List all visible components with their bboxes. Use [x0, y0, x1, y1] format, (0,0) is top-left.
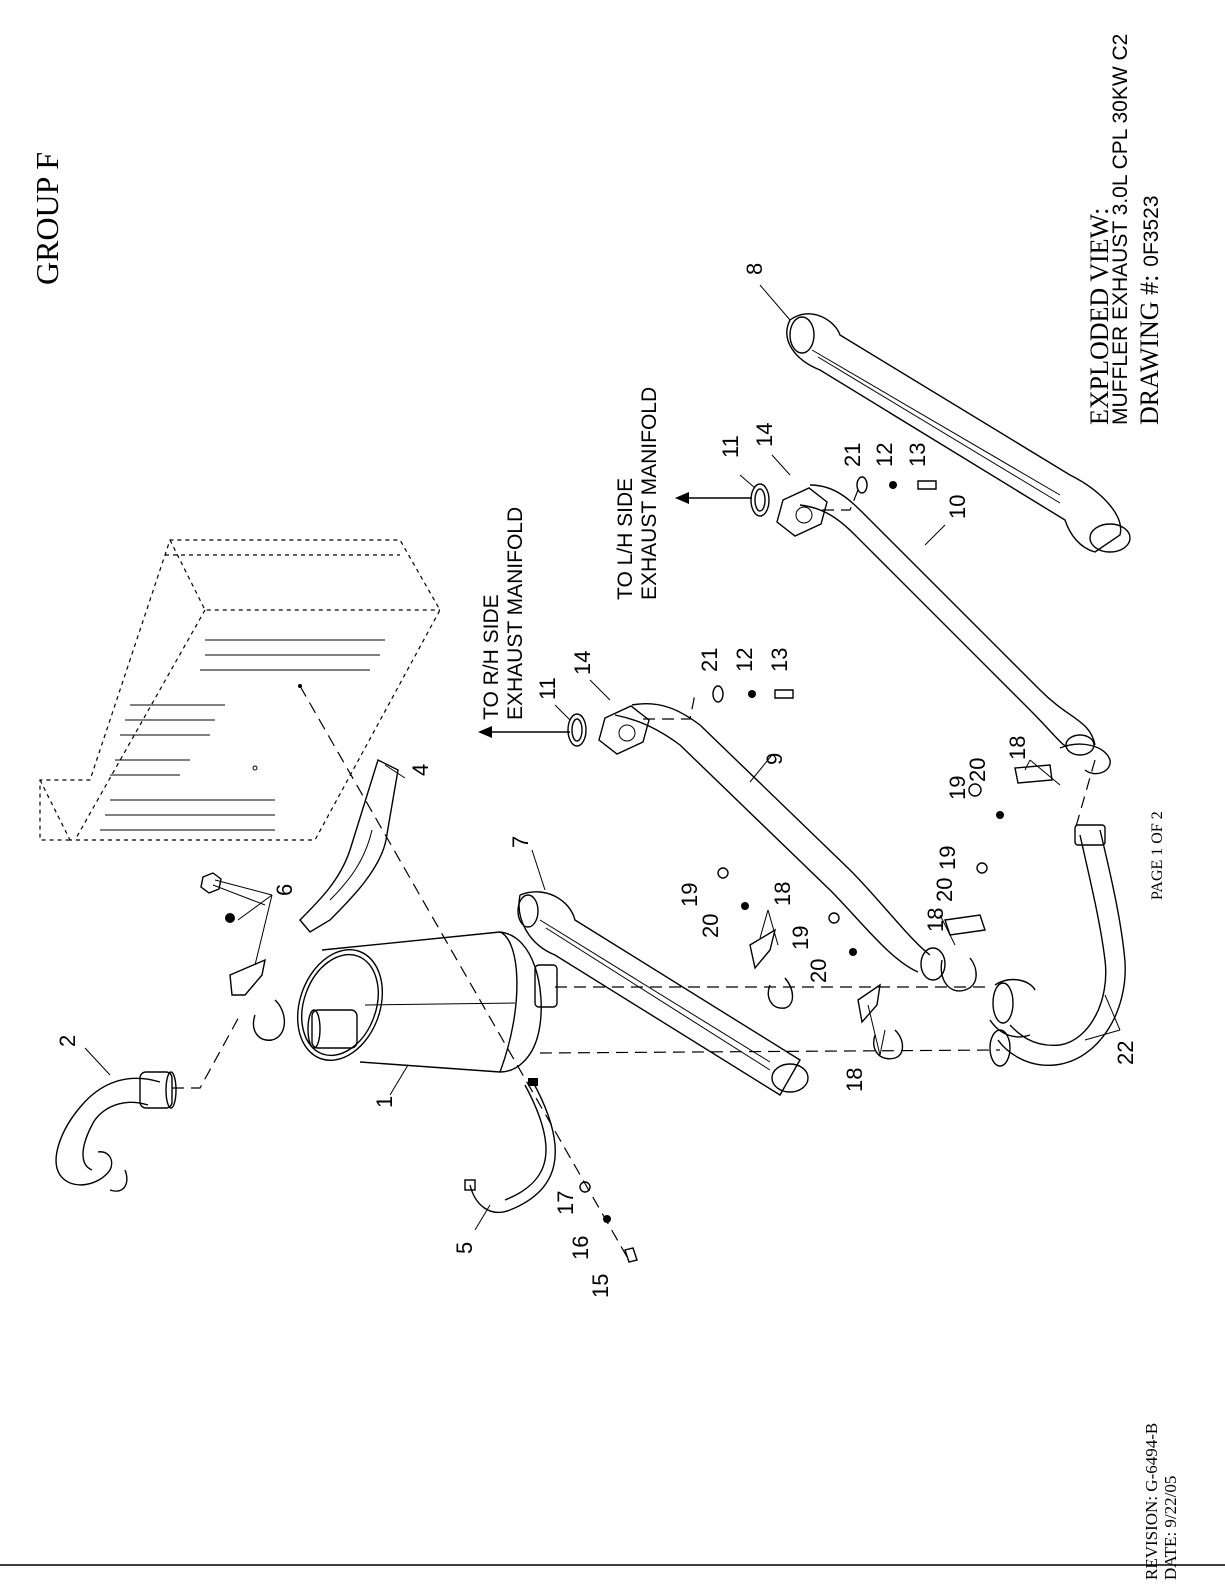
- callout-18-c: 18: [923, 908, 948, 932]
- callout-1: 1: [372, 1096, 397, 1108]
- callout-15: 15: [588, 1274, 613, 1298]
- part-2-tailpipe: [56, 1072, 176, 1191]
- callout-18-d: 18: [1005, 736, 1030, 760]
- subtitle-text: MUFFLER EXHAUST 3.0L CPL 30KW C2: [1109, 34, 1132, 425]
- rh-note-line1: TO R/H SIDE: [480, 594, 503, 720]
- callout-18-b: 18: [842, 1068, 867, 1092]
- rh-note-line2: EXHAUST MANIFOLD: [504, 507, 527, 720]
- callout-12-lh: 12: [872, 443, 897, 467]
- part-22-u-pipe: [990, 825, 1125, 1066]
- enclosure-panel: [40, 540, 440, 840]
- callout-9: 9: [762, 753, 787, 765]
- revision-block: REVISION: G-6494-B DATE: 9/22/05: [1142, 1423, 1180, 1580]
- callout-7: 7: [508, 836, 533, 848]
- callout-12-rh: 12: [732, 648, 757, 672]
- callout-22: 22: [1113, 1041, 1138, 1065]
- callout-10: 10: [945, 495, 970, 519]
- callout-19-a: 19: [677, 883, 702, 907]
- part-1-muffler: [283, 932, 557, 1072]
- callout-6: 6: [272, 884, 297, 896]
- page-number: PAGE 1 OF 2: [1149, 811, 1166, 900]
- part-9-pipe: [599, 704, 945, 980]
- callout-20-c: 20: [932, 878, 957, 902]
- callout-4: 4: [408, 764, 433, 776]
- callout-21-rh: 21: [697, 648, 722, 672]
- revision-text: REVISION: G-6494-B: [1142, 1423, 1161, 1580]
- callout-20-a: 20: [698, 914, 723, 938]
- callout-18-a: 18: [770, 882, 795, 906]
- callout-13-rh: 13: [767, 648, 792, 672]
- drawing-number-text: DRAWING #: 0F3523: [1135, 195, 1164, 425]
- callout-19-b: 19: [788, 926, 813, 950]
- callout-16: 16: [568, 1236, 593, 1260]
- callout-20-b: 20: [806, 959, 831, 983]
- leader-lines: [85, 285, 1120, 1230]
- callout-13-lh: 13: [905, 443, 930, 467]
- callout-2: 2: [55, 1035, 80, 1047]
- callout-14-rh: 14: [570, 651, 595, 675]
- callout-19-c: 19: [935, 846, 960, 870]
- assembly-centerlines: [172, 485, 1095, 1262]
- louver-grille: [100, 640, 385, 830]
- title-block: EXPLODED VIEW: MUFFLER EXHAUST 3.0L CPL …: [1085, 34, 1164, 425]
- callout-20-d: 20: [965, 758, 990, 782]
- group-heading: GROUP F: [29, 152, 65, 285]
- lh-note-line2: EXHAUST MANIFOLD: [638, 387, 661, 600]
- callout-8: 8: [742, 263, 767, 275]
- callout-5: 5: [452, 1242, 477, 1254]
- part-4-shield-strap: [300, 760, 398, 932]
- callout-11-lh: 11: [718, 435, 743, 458]
- part-10-pipe: [777, 485, 1095, 755]
- callout-11-rh: 11: [535, 677, 560, 700]
- callout-17: 17: [553, 1191, 578, 1215]
- part-5-band: [465, 1078, 555, 1212]
- callout-14-lh: 14: [752, 423, 777, 447]
- part-6-clamp: [201, 873, 284, 1040]
- lh-note-line1: TO L/H SIDE: [614, 478, 637, 600]
- callout-21-lh: 21: [840, 443, 865, 467]
